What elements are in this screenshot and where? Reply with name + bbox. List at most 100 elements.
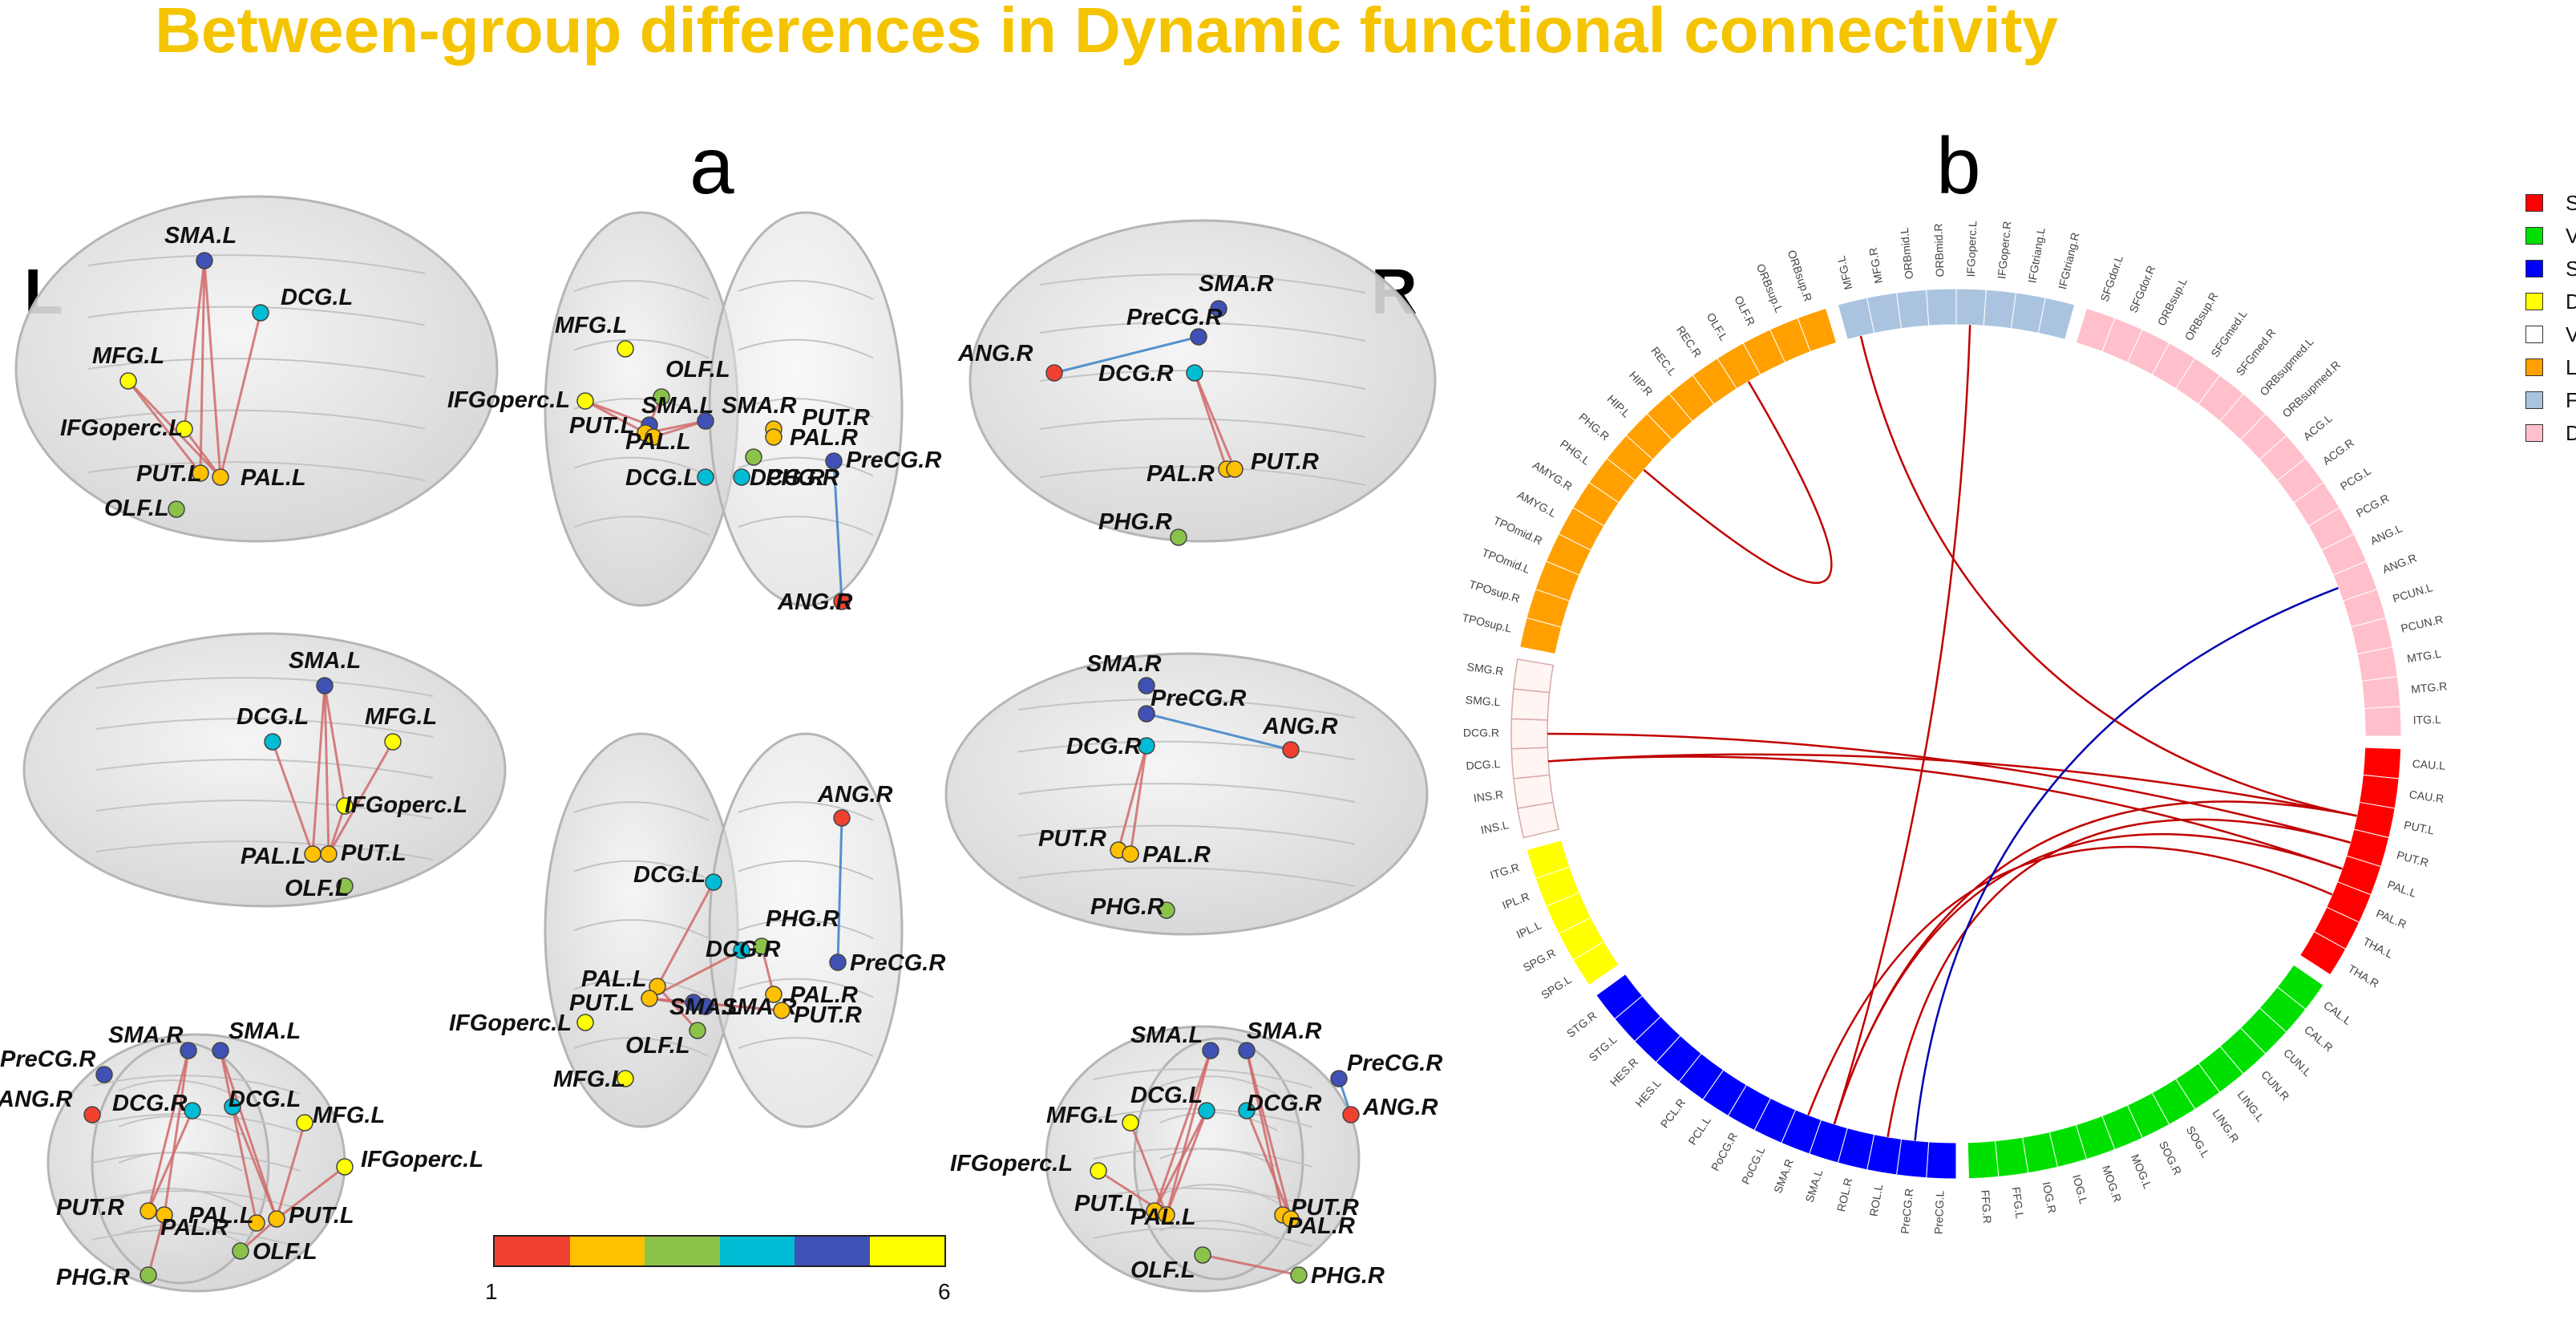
connection-edge	[271, 741, 314, 855]
brain-sulcus	[738, 919, 874, 939]
brain-sulcus	[573, 919, 710, 939]
connection-edge	[1165, 1050, 1212, 1216]
node-label-put-r: PUT.R	[1291, 1195, 1359, 1221]
chord-sector-ifgoperc-r	[1983, 289, 2017, 330]
legend-label: DAN	[2566, 290, 2576, 314]
chord-region-label: INS.L	[1479, 818, 1510, 836]
brain-sulcus	[573, 978, 710, 998]
node-label-olf-l: OLF.L	[104, 496, 169, 521]
brain-sulcus	[1039, 418, 1366, 438]
legend-swatch	[2525, 293, 2543, 310]
chord-region-label: AMYG.R	[1531, 459, 1575, 493]
chord-link-sma-l-pal-l	[1833, 832, 2343, 1125]
brain-sulcus	[573, 280, 710, 300]
node-label-put-l: PUT.L	[569, 413, 635, 439]
node-ang-r	[1342, 1106, 1360, 1124]
chord-region-label: ITG.L	[2413, 713, 2442, 727]
legend-label: SMN	[2566, 257, 2576, 281]
node-label-sma-l: SMA.L	[289, 648, 361, 674]
chord-region-label: THA.R	[2346, 962, 2381, 990]
node-phg-r	[1170, 528, 1187, 546]
connection-edge	[183, 260, 206, 430]
node-label-ifgoperc-l: IFGoperc.L	[950, 1151, 1073, 1176]
connection-edge	[275, 1122, 306, 1220]
node-label-dcg-l: DCG.L	[237, 704, 309, 730]
chord-region-label: MFG.R	[1866, 246, 1885, 284]
node-mfg-l	[617, 1070, 634, 1087]
node-sma-r	[1210, 300, 1227, 318]
chord-sector-dcg-l	[1510, 747, 1551, 779]
brain-sulcus	[95, 800, 434, 820]
node-label-mfg-l: MFG.L	[1046, 1103, 1118, 1128]
chord-region-label: PoCG.L	[1739, 1144, 1768, 1186]
node-ifgoperc-l	[576, 392, 594, 410]
node-ifgoperc-l	[1090, 1162, 1107, 1180]
chord-region-label: PreCG.R	[1899, 1188, 1916, 1234]
node-phg-r	[1290, 1266, 1308, 1284]
node-precg-r	[1190, 328, 1207, 346]
chord-region-label: SFGdor.R	[2126, 264, 2157, 315]
node-phg-r	[753, 937, 770, 955]
connection-edge	[1165, 1110, 1208, 1216]
chord-region-label: REC.L	[1648, 344, 1679, 378]
connection-edge	[1053, 335, 1199, 375]
colorbar	[493, 1235, 946, 1267]
chord-region-label: STG.R	[1564, 1009, 1599, 1040]
chord-sector-orbmid-l	[1895, 289, 1930, 330]
connection-edge	[1146, 712, 1292, 751]
chord-region-label: CUN.R	[2259, 1068, 2292, 1103]
node-dcg-r	[1138, 737, 1155, 755]
brain-sulcus	[87, 409, 426, 430]
brain-sulcus	[573, 801, 710, 821]
connection-edge	[584, 399, 650, 427]
chord-region-label: SFGmed.L	[2208, 307, 2250, 359]
brain-sulcus	[1017, 824, 1356, 845]
connection-edge	[1245, 1110, 1292, 1220]
legend-swatch	[2525, 424, 2543, 442]
node-label-sma-l: SMA.L	[1130, 1022, 1203, 1048]
brain-sulcus	[118, 1224, 243, 1244]
chord-region-label: CUN.L	[2281, 1047, 2314, 1079]
node-label-dcg-r: DCG.R	[112, 1091, 188, 1116]
legend-label: VAN	[2566, 322, 2576, 346]
node-mfg-l	[617, 340, 634, 358]
node-label-ang-r: ANG.R	[777, 589, 853, 615]
chord-region-label: IPL.L	[1514, 918, 1544, 941]
node-label-pal-r: PAL.R	[1287, 1213, 1355, 1239]
chord-region-label: LING.R	[2210, 1107, 2242, 1145]
colorbar-step-6	[869, 1237, 944, 1265]
chord-link-rol-l-put-r	[1887, 818, 2351, 1138]
node-label-pal-l: PAL.L	[241, 465, 306, 491]
node-precg-r	[1330, 1070, 1348, 1087]
connection-edge	[127, 379, 222, 479]
colorbar-step-5	[795, 1237, 870, 1265]
chord-region-label: CAL.L	[2321, 998, 2354, 1027]
chord-region-label: PHG.R	[1576, 411, 1612, 443]
node-olf-l	[689, 1022, 706, 1039]
node-label-sma-l: SMA.L	[669, 994, 742, 1020]
node-label-pal-r: PAL.R	[790, 982, 858, 1008]
node-olf-l	[232, 1242, 249, 1260]
brain-sulcus	[95, 759, 434, 779]
node-sma-l	[316, 677, 334, 694]
chord-region-label: SMA.R	[1771, 1157, 1796, 1195]
node-label-phg-r: PHG.R	[1090, 894, 1164, 920]
legend-swatch	[2525, 194, 2543, 212]
node-pal-r	[1122, 845, 1139, 863]
brain-surface	[22, 632, 507, 908]
connection-edge	[183, 428, 222, 478]
node-ang-r	[83, 1106, 101, 1124]
node-label-put-l: PUT.L	[341, 840, 406, 866]
chord-region-label: IOG.L	[2070, 1173, 2090, 1205]
chord-region-label: IFGtriang.R	[2056, 231, 2081, 290]
node-label-sma-r: SMA.R	[1199, 271, 1274, 297]
connection-edge	[1202, 1253, 1300, 1277]
chord-region-label: PCG.R	[2354, 492, 2392, 520]
